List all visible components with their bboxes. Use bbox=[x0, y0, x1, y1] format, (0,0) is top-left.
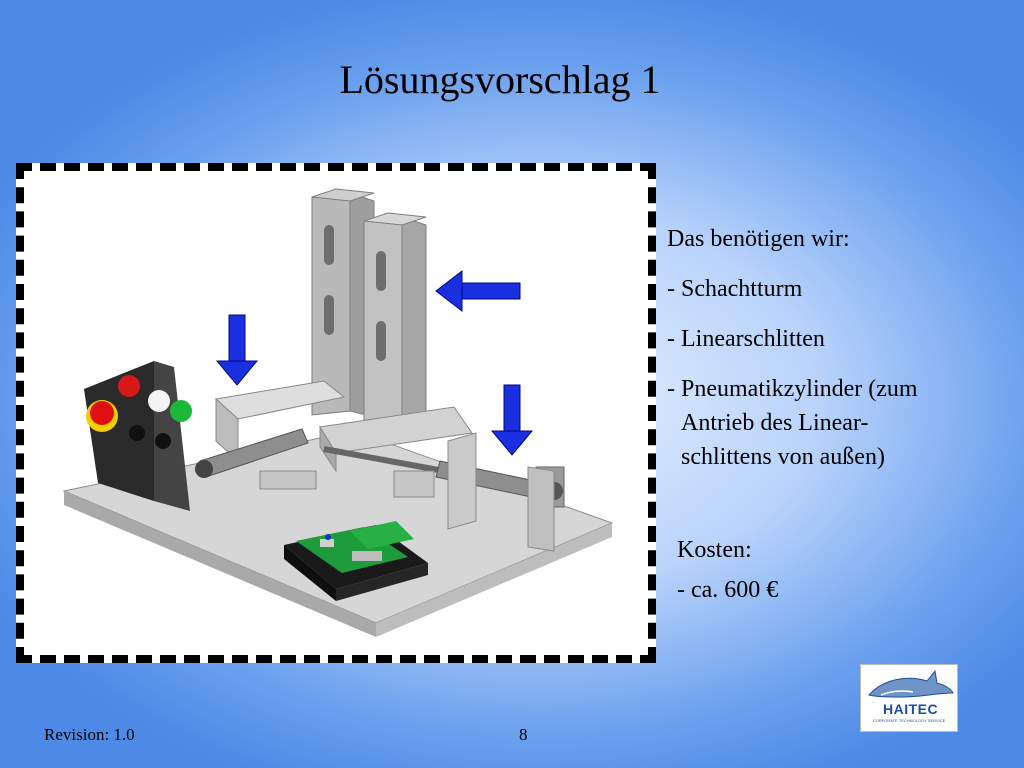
cost-info: Kosten: - ca. 600 € bbox=[677, 530, 778, 610]
pneumatic-cylinder bbox=[195, 428, 565, 552]
machine-illustration-frame bbox=[16, 163, 656, 663]
arrow-down-icon bbox=[215, 314, 259, 386]
requirement-item: - Schachtturm bbox=[667, 276, 803, 302]
company-logo: HAITEC CORPORATE TECHNOLOGY SERVICE bbox=[860, 664, 958, 732]
arrow-left-icon bbox=[435, 269, 521, 313]
circuit-board bbox=[284, 521, 428, 601]
arrow-down-icon bbox=[490, 384, 534, 456]
shaft-tower bbox=[311, 188, 427, 438]
linear-slide bbox=[214, 380, 473, 498]
logo-wordmark: HAITEC bbox=[883, 701, 939, 717]
page-number: 8 bbox=[519, 725, 528, 744]
revision-label: Revision: 1.0 bbox=[44, 725, 135, 744]
requirement-item-continuation: schlittens von außen) bbox=[681, 444, 885, 470]
cost-heading: Kosten: bbox=[677, 537, 752, 563]
machine-illustration bbox=[62, 188, 614, 637]
cost-value: - ca. 600 € bbox=[677, 577, 779, 603]
control-panel bbox=[84, 361, 192, 511]
requirements-heading: Das benötigen wir: bbox=[667, 226, 850, 252]
slide-title: Lösungsvorschlag 1 bbox=[339, 57, 661, 102]
logo-tagline: CORPORATE TECHNOLOGY SERVICE bbox=[872, 718, 946, 723]
requirement-item-continuation: Antrieb des Linear- bbox=[681, 410, 869, 436]
shark-logo-icon bbox=[868, 669, 954, 698]
requirement-item: - Linearschlitten bbox=[667, 326, 825, 352]
requirements-list: Das benötigen wir: - Schachtturm - Linea… bbox=[667, 222, 918, 474]
requirement-item: - Pneumatikzylinder (zum bbox=[667, 376, 918, 402]
